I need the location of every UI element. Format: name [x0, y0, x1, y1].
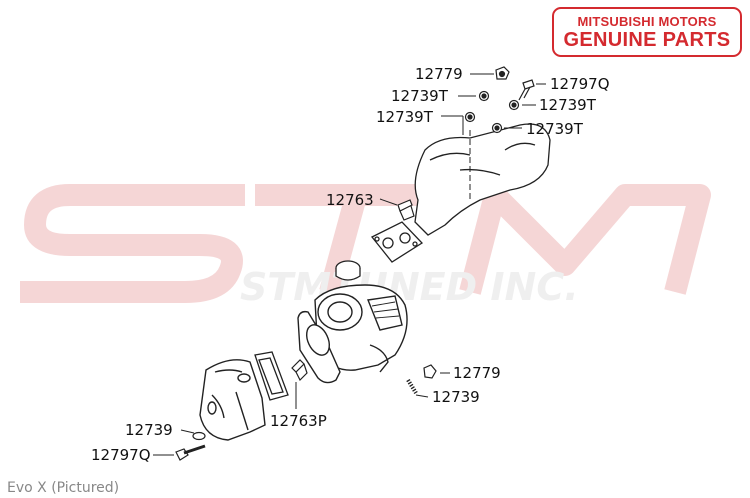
badge-title: GENUINE PARTS: [563, 29, 731, 51]
callout-12739t-left-1: 12739T: [391, 87, 449, 105]
callout-12779-lower: 12779: [453, 364, 501, 382]
upper-flange-drawing: [414, 123, 551, 236]
callout-12739t-right-1: 12739T: [539, 96, 597, 114]
turbo-housing-drawing: [297, 284, 408, 384]
badge-brand: MITSUBISHI MOTORS: [577, 14, 717, 29]
callout-12739t-right-2: 12739T: [526, 120, 584, 138]
callout-12739t-left-2: 12739T: [376, 108, 434, 126]
stud-12763-drawing: [397, 199, 415, 221]
lower-gasket-drawing: [254, 351, 289, 401]
genuine-parts-badge: MITSUBISHI MOTORS GENUINE PARTS: [552, 7, 742, 57]
callout-12763: 12763: [326, 191, 374, 209]
outlet-elbow-drawing: [199, 359, 266, 441]
stm-watermark: STMTUNED INC.: [20, 184, 711, 309]
callout-12739-bottom: 12739: [125, 421, 173, 439]
callout-12797q-top: 12797Q: [550, 75, 610, 93]
callout-12739-lower: 12739: [432, 388, 480, 406]
callout-12779-top: 12779: [415, 65, 463, 83]
leader-lines: [153, 73, 546, 456]
callout-12797q-bottom: 12797Q: [91, 446, 151, 464]
callout-12763p: 12763P: [270, 412, 327, 430]
upper-hardware-drawings: [464, 66, 535, 134]
upper-gasket-drawing: [370, 221, 424, 263]
lower-hardware-drawings: [175, 364, 437, 461]
part-number-labels: 12779 12797Q 12739T 12739T 12739T 12739T…: [91, 65, 610, 464]
watermark-subtext: STMTUNED INC.: [240, 265, 579, 309]
image-caption: Evo X (Pictured): [7, 480, 120, 496]
adapter-ring-drawing: [335, 260, 361, 281]
stud-12763p-drawing: [291, 359, 308, 382]
